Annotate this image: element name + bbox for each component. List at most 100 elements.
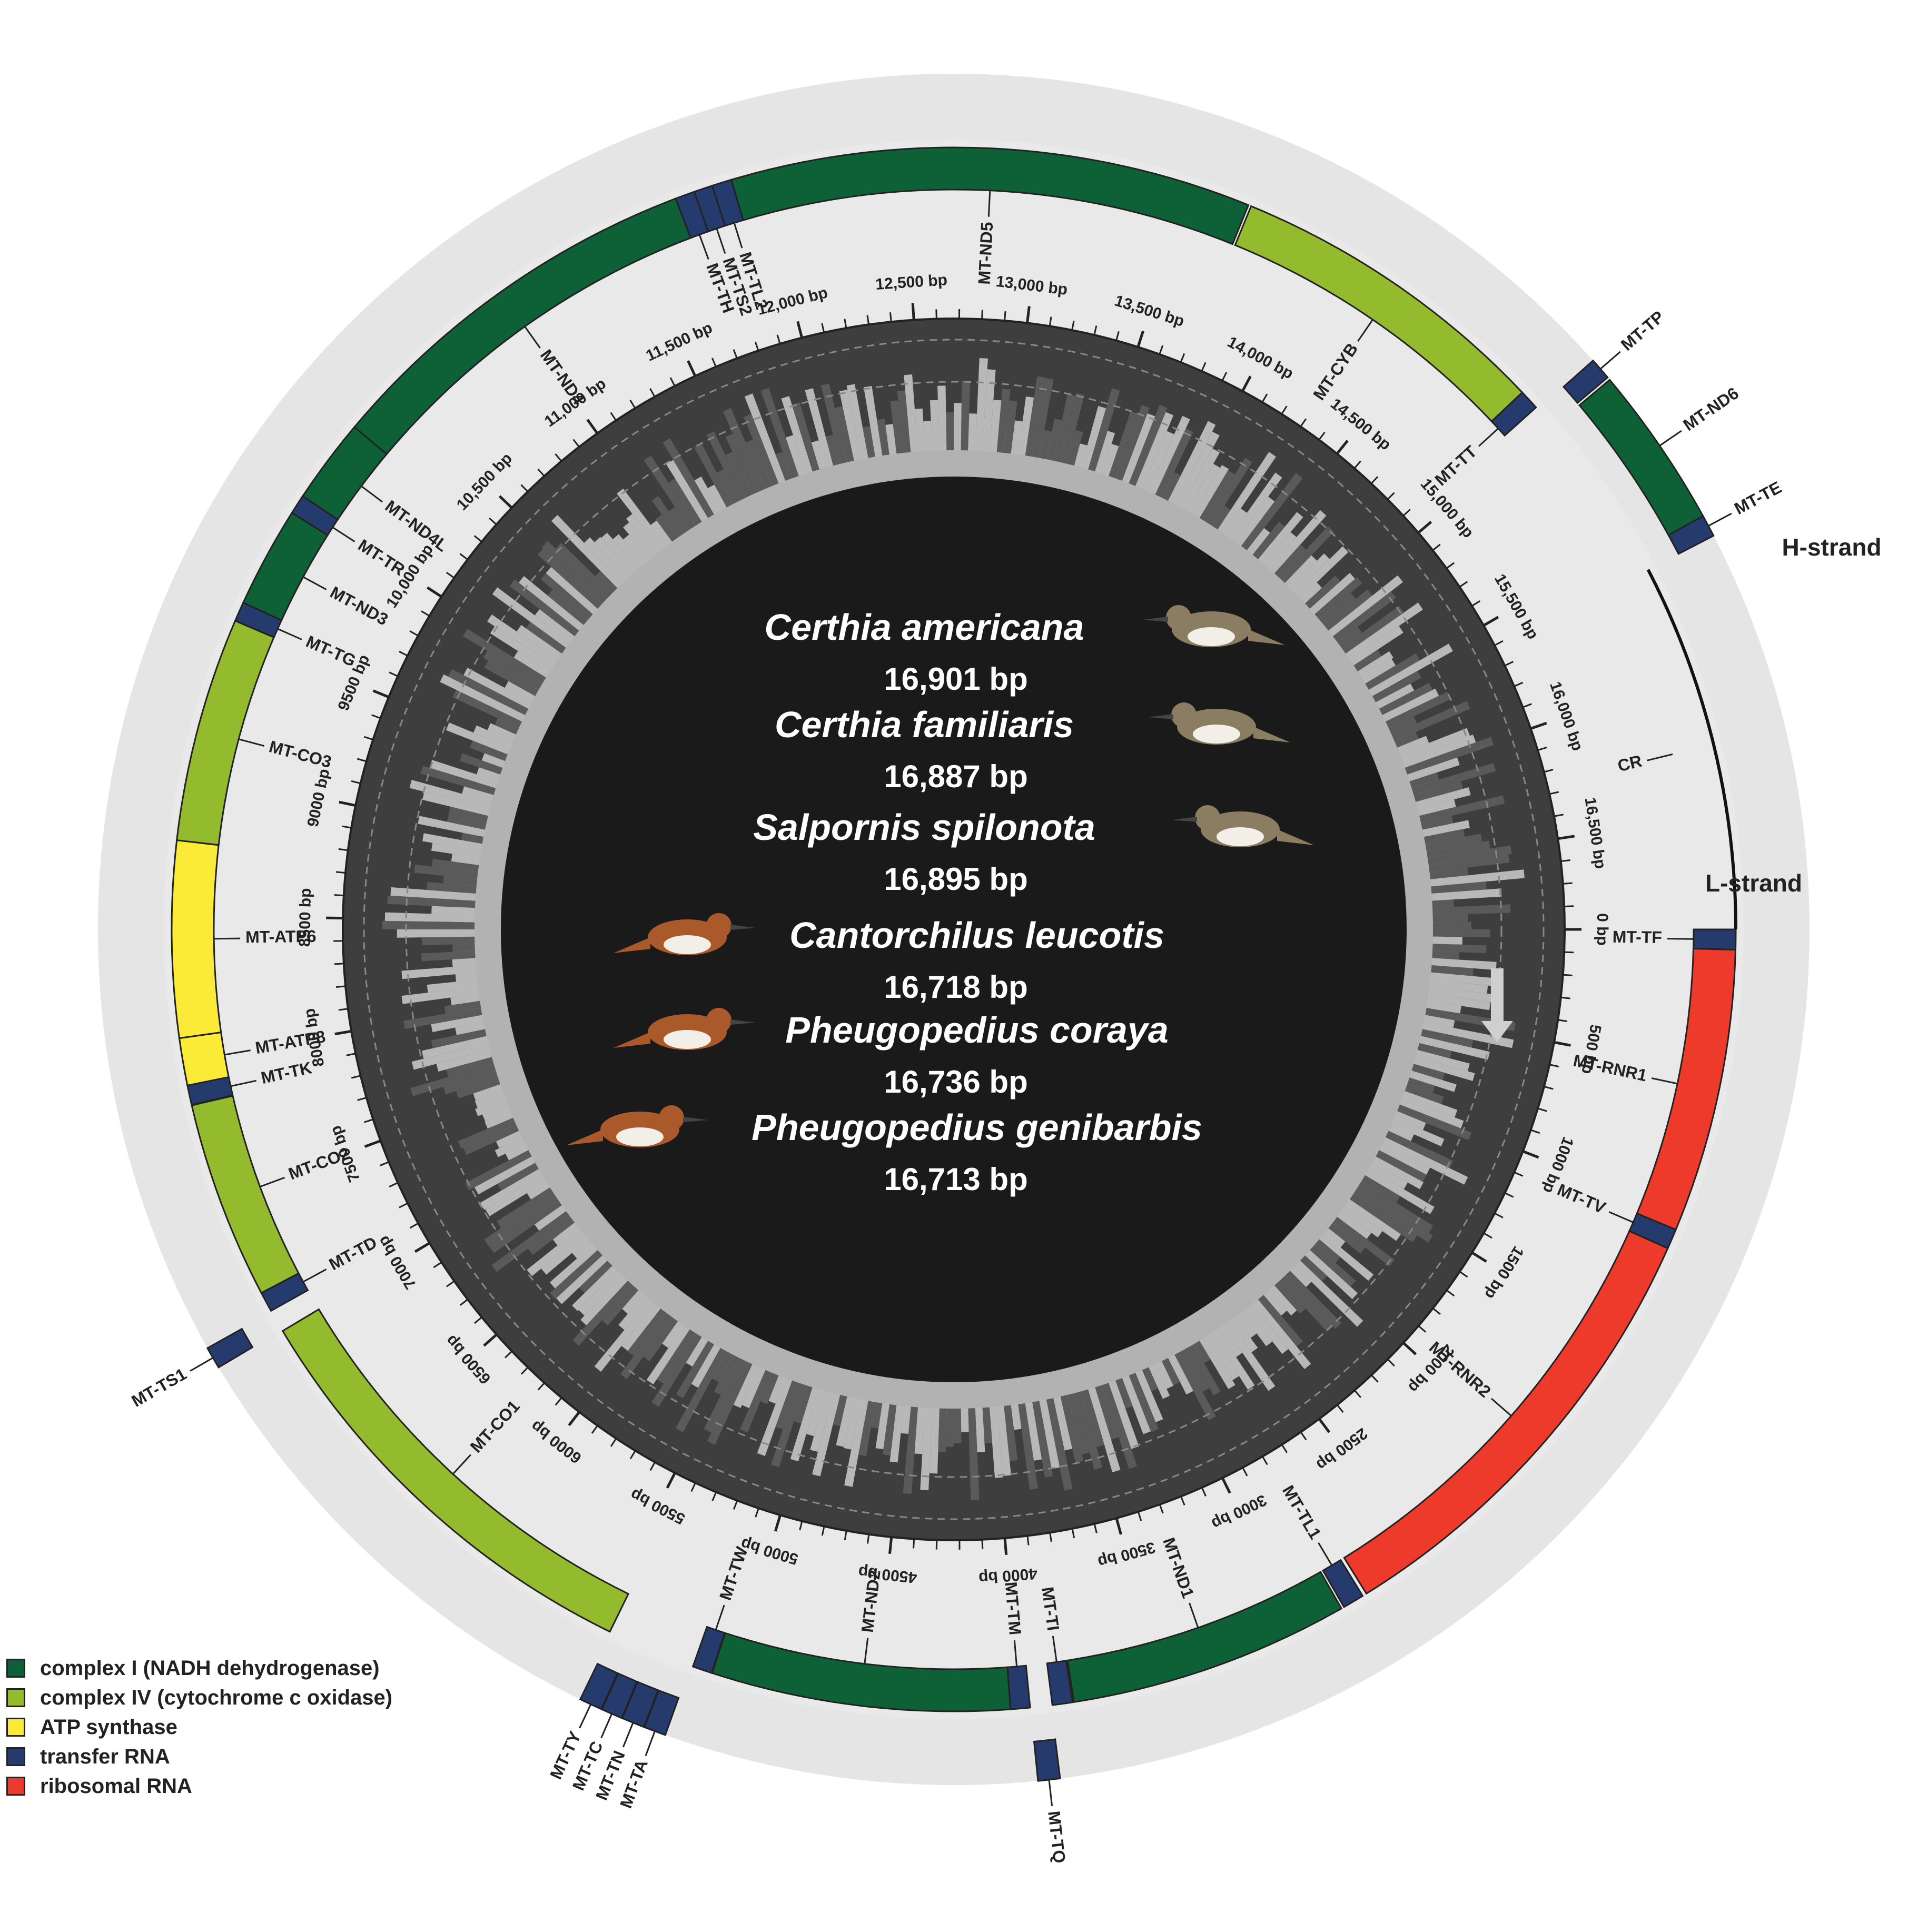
histogram-bar	[1004, 400, 1017, 454]
histogram-bar	[686, 1337, 708, 1367]
histogram-bar	[1223, 1321, 1276, 1391]
histogram-bar	[401, 986, 479, 1004]
histogram-bar	[446, 1057, 494, 1077]
tick-mark	[1446, 562, 1455, 569]
histogram-bar	[1241, 1308, 1273, 1346]
histogram-bar	[1235, 497, 1275, 546]
histogram-bar	[481, 753, 506, 768]
histogram-bar	[946, 1408, 954, 1447]
tick-mark	[1432, 1307, 1441, 1315]
gene-block	[206, 1327, 254, 1369]
tick-mark	[1371, 1374, 1379, 1383]
tick-mark	[1049, 316, 1052, 326]
histogram-bar	[694, 476, 720, 514]
histogram-bar	[584, 537, 628, 583]
histogram-bar	[535, 1205, 566, 1231]
histogram-bar	[863, 426, 875, 458]
histogram-bar	[1353, 649, 1382, 672]
histogram-bar	[781, 396, 813, 474]
histogram-bar	[505, 1144, 529, 1161]
histogram-bar	[760, 1373, 779, 1404]
histogram-bar	[1218, 1325, 1243, 1358]
histogram-bar	[1205, 458, 1252, 526]
histogram-bar	[1011, 420, 1023, 455]
genome-length: 16,895 bp	[884, 861, 1028, 897]
tick-mark	[1093, 325, 1098, 335]
center-disc	[501, 477, 1407, 1382]
tick-mark	[1354, 1390, 1362, 1398]
histogram-bar	[612, 534, 644, 569]
tick-mark	[1494, 640, 1504, 646]
genome-length: 16,901 bp	[884, 661, 1028, 697]
histogram-bar	[513, 651, 550, 678]
histogram-bar	[1431, 965, 1474, 976]
histogram-bar	[463, 1124, 519, 1155]
tick-mark	[433, 1261, 442, 1269]
histogram-bar	[473, 725, 513, 748]
gene-block	[171, 839, 222, 1039]
gene-leader	[579, 1703, 592, 1729]
histogram-bar	[526, 621, 566, 654]
histogram-bar	[1263, 532, 1297, 569]
histogram-bar	[463, 668, 532, 709]
tick-mark	[364, 1140, 381, 1148]
histogram-bar	[996, 1406, 1011, 1477]
tick-mark	[389, 1182, 399, 1187]
legend-swatch	[6, 1688, 25, 1707]
histogram-bar	[390, 887, 476, 901]
histogram-bar	[1419, 795, 1505, 823]
histogram-bar	[742, 1367, 766, 1409]
legend-item: complex I (NADH dehydrogenase)	[6, 1653, 392, 1683]
histogram-bar	[492, 587, 570, 648]
tick-mark	[649, 388, 656, 398]
histogram-bar	[1095, 1385, 1119, 1440]
tick-mark	[1300, 1431, 1307, 1441]
tick-mark	[389, 671, 398, 677]
histogram-bar	[1032, 1401, 1053, 1478]
tick-mark	[1560, 996, 1570, 999]
histogram-bar	[474, 1091, 506, 1108]
histogram-bar	[1427, 845, 1512, 865]
species-name: Certhia familiaris	[775, 704, 1074, 745]
gene-label: MT-ND6	[1679, 383, 1742, 434]
tick-mark	[911, 303, 915, 320]
histogram-bar	[1431, 881, 1487, 894]
histogram-bar	[1039, 1399, 1060, 1469]
gene-leader	[864, 1637, 869, 1664]
histogram-bar	[579, 1260, 612, 1293]
histogram-bar	[1372, 670, 1421, 702]
histogram-bar	[1417, 799, 1456, 816]
histogram-bar	[541, 541, 608, 604]
histogram-bar	[775, 452, 793, 481]
tick-mark	[399, 650, 408, 657]
tick-mark	[844, 319, 847, 329]
histogram-bar	[452, 944, 475, 952]
histogram-bar	[420, 766, 496, 795]
wren-bird-icon	[614, 1008, 756, 1050]
histogram-bar	[549, 1244, 598, 1289]
tick-mark	[1221, 1477, 1231, 1494]
histogram-bar	[1135, 1370, 1163, 1422]
histogram-bar	[1421, 1029, 1474, 1048]
histogram-bar	[449, 806, 488, 823]
tick-mark	[666, 1472, 676, 1489]
tick-mark	[520, 1366, 529, 1375]
histogram-bar	[1419, 1036, 1490, 1060]
histogram-bar	[744, 393, 786, 483]
histogram-bar	[1142, 431, 1174, 492]
histogram-bar	[431, 906, 475, 915]
histogram-bar	[923, 421, 933, 451]
histogram-bar	[1430, 972, 1500, 987]
gene-block	[579, 1662, 619, 1710]
legend-label: transfer RNA	[40, 1745, 170, 1768]
histogram-bar	[448, 669, 529, 715]
histogram-bar	[527, 1181, 550, 1200]
histogram-bar	[760, 388, 799, 479]
histogram-bar	[1423, 1015, 1455, 1028]
tick-mark	[414, 1242, 430, 1253]
histogram-bar	[668, 478, 702, 526]
histogram-bar	[1310, 1244, 1356, 1287]
histogram-bar	[996, 389, 1011, 453]
histogram-bar	[757, 1378, 793, 1457]
histogram-bar	[627, 1308, 667, 1356]
